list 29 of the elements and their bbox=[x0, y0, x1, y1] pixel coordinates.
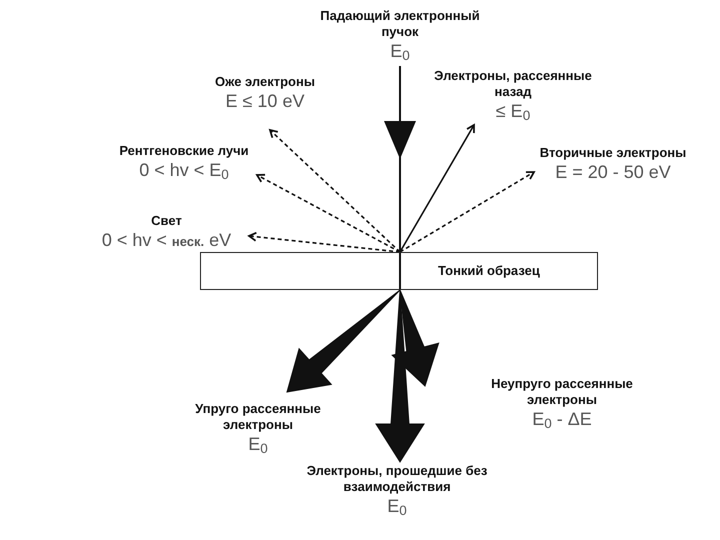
node-heading: Электроны, прошедшие без взаимодействия bbox=[306, 463, 488, 495]
node-heading: Падающий электронный пучок bbox=[319, 8, 481, 40]
node-heading: Упруго рассеянные электроны bbox=[194, 401, 322, 433]
arrow bbox=[391, 290, 440, 387]
arrow bbox=[400, 171, 535, 253]
energy-label: E$_{0}$ bbox=[387, 495, 407, 517]
node-heading: Вторичные электроны bbox=[540, 145, 686, 161]
node-heading: Свет bbox=[151, 213, 182, 229]
energy-label: 0 < hv < E$_{0}$ bbox=[139, 159, 229, 181]
node-heading: Оже электроны bbox=[215, 74, 315, 90]
node-heading: Электроны, рассеянные назад bbox=[433, 68, 593, 100]
energy-label: E$_{0}$ bbox=[248, 433, 268, 455]
arrow bbox=[384, 66, 416, 252]
energy-label: E = 20 - 50 eV bbox=[555, 161, 671, 183]
energy-label: E$_{0}$ - ΔE bbox=[532, 408, 592, 430]
arrow bbox=[399, 124, 475, 252]
node-heading: Неупруго рассеянные электроны bbox=[490, 376, 634, 408]
energy-label: 0 < hv < неск. eV bbox=[102, 229, 232, 252]
arrow bbox=[375, 290, 425, 463]
sample-box bbox=[200, 252, 598, 290]
energy-label: E$_{0}$ bbox=[390, 40, 410, 62]
arrow bbox=[286, 290, 400, 393]
arrow bbox=[256, 174, 400, 253]
node-heading: Рентгеновские лучи bbox=[119, 143, 249, 159]
energy-label: ≤ E$_{0}$ bbox=[496, 100, 530, 122]
energy-label: E ≤ 10 eV bbox=[226, 90, 304, 112]
sample-label: Тонкий образец bbox=[438, 262, 540, 280]
arrow bbox=[248, 232, 400, 253]
arrow bbox=[269, 129, 401, 253]
